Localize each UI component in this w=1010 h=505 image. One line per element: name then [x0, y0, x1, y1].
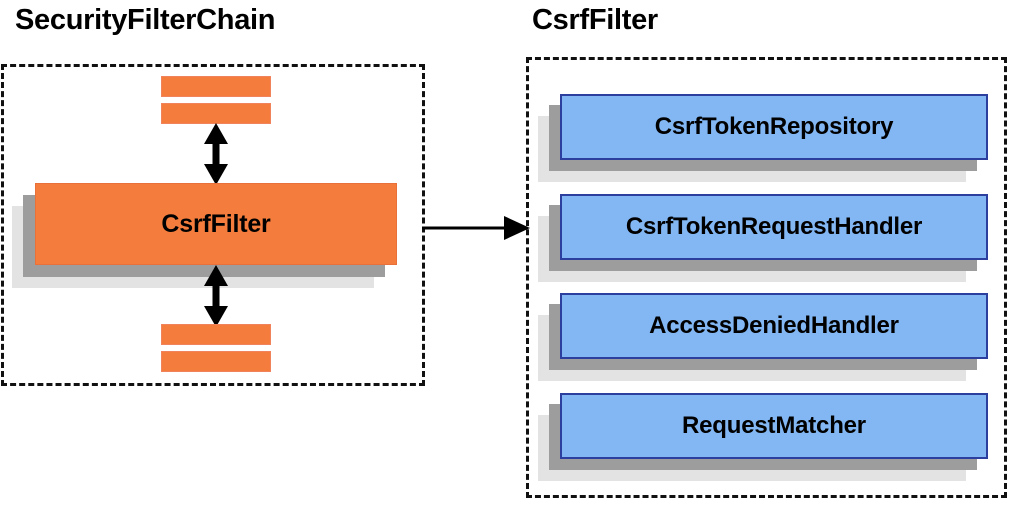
- arrow-up-bidirectional: [196, 123, 236, 185]
- access-denied-handler-box[interactable]: AccessDeniedHandler: [538, 293, 988, 381]
- request-matcher-face: RequestMatcher: [560, 393, 988, 459]
- csrf-token-repository-face: CsrfTokenRepository: [560, 94, 988, 160]
- arrow-expand-to-detail: [422, 213, 532, 243]
- panel-title-csrf-filter: CsrfFilter: [532, 4, 658, 36]
- filter-bar-3: [161, 324, 271, 345]
- request-matcher-label: RequestMatcher: [682, 412, 866, 439]
- arrow-down-bidirectional: [196, 265, 236, 327]
- csrf-filter-label: CsrfFilter: [161, 209, 271, 238]
- filter-bar-2: [161, 103, 271, 124]
- panel-title-security-filter-chain: SecurityFilterChain: [15, 4, 276, 36]
- csrf-filter-face: CsrfFilter: [35, 183, 397, 265]
- access-denied-handler-label: AccessDeniedHandler: [649, 312, 899, 339]
- filter-bar-4: [161, 351, 271, 372]
- csrf-token-request-handler-label: CsrfTokenRequestHandler: [625, 213, 923, 240]
- csrf-token-request-handler-face: CsrfTokenRequestHandler: [560, 194, 988, 260]
- filter-bar-1: [161, 76, 271, 97]
- access-denied-handler-face: AccessDeniedHandler: [560, 293, 988, 359]
- csrf-filter-box[interactable]: CsrfFilter: [12, 183, 397, 288]
- panel-csrf-filter-detail: [526, 57, 1007, 498]
- csrf-token-repository-box[interactable]: CsrfTokenRepository: [538, 94, 988, 182]
- panel-security-filter-chain: [1, 64, 425, 386]
- request-matcher-box[interactable]: RequestMatcher: [538, 393, 988, 481]
- csrf-token-request-handler-box[interactable]: CsrfTokenRequestHandler: [538, 194, 988, 282]
- csrf-token-repository-label: CsrfTokenRepository: [654, 113, 894, 140]
